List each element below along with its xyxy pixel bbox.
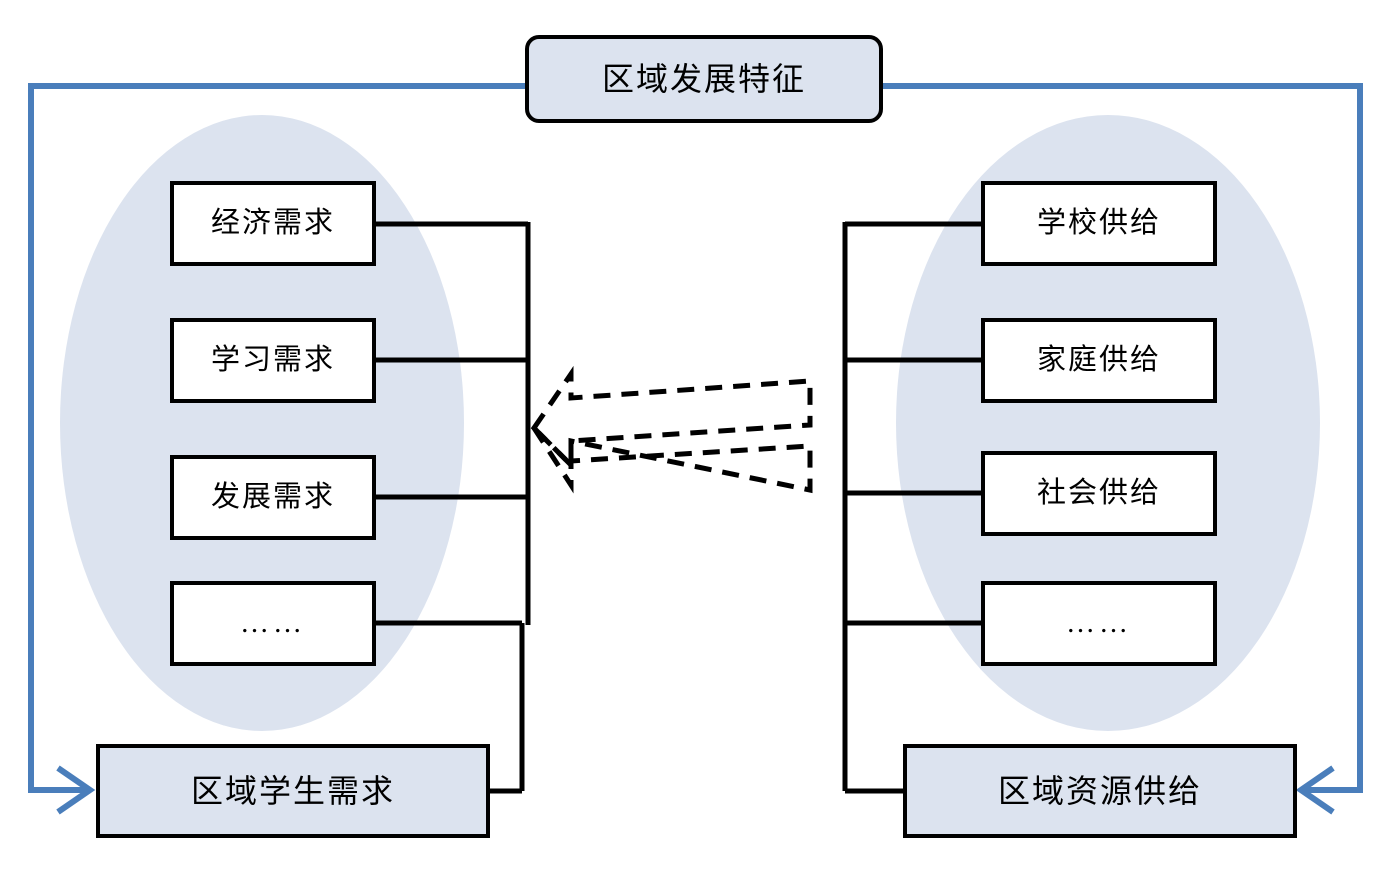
- left-item-box-1[interactable]: 学习需求: [170, 318, 376, 403]
- dashed-left-arrow-icon: [530, 365, 813, 494]
- right-item-label-3: ……: [1066, 607, 1132, 639]
- left-item-box-3[interactable]: ……: [170, 581, 376, 666]
- left-summary-box-regional-student-demand[interactable]: 区域学生需求: [96, 744, 490, 838]
- right-item-box-2[interactable]: 社会供给: [981, 451, 1217, 536]
- right-item-label-2: 社会供给: [1036, 477, 1161, 509]
- right-summary-box-regional-resource-supply[interactable]: 区域资源供给: [903, 744, 1297, 838]
- right-item-box-1[interactable]: 家庭供给: [981, 318, 1217, 403]
- right-item-label-1: 家庭供给: [1036, 344, 1161, 376]
- right-item-label-0: 学校供给: [1036, 207, 1161, 239]
- left-item-label-1: 学习需求: [210, 344, 335, 376]
- left-item-label-2: 发展需求: [210, 481, 335, 513]
- right-bracket-connectors: [842, 221, 981, 794]
- left-item-label-3: ……: [240, 607, 306, 639]
- left-item-box-0[interactable]: 经济需求: [170, 181, 376, 266]
- right-cluster-ellipse: [896, 115, 1320, 731]
- left-item-label-0: 经济需求: [210, 207, 335, 239]
- left-bracket-connectors: [376, 221, 531, 794]
- left-summary-label: 区域学生需求: [190, 773, 395, 809]
- left-cluster-ellipse: [60, 115, 464, 731]
- feedback-loop-left: [28, 83, 690, 815]
- right-item-box-3[interactable]: ……: [981, 581, 1217, 666]
- right-summary-label: 区域资源供给: [997, 773, 1202, 809]
- right-item-box-0[interactable]: 学校供给: [981, 181, 1217, 266]
- title-box-regional-development-characteristics[interactable]: 区域发展特征: [525, 35, 883, 123]
- title-box-label: 区域发展特征: [601, 61, 806, 97]
- left-item-box-2[interactable]: 发展需求: [170, 455, 376, 540]
- feedback-loop-right: [690, 83, 1363, 815]
